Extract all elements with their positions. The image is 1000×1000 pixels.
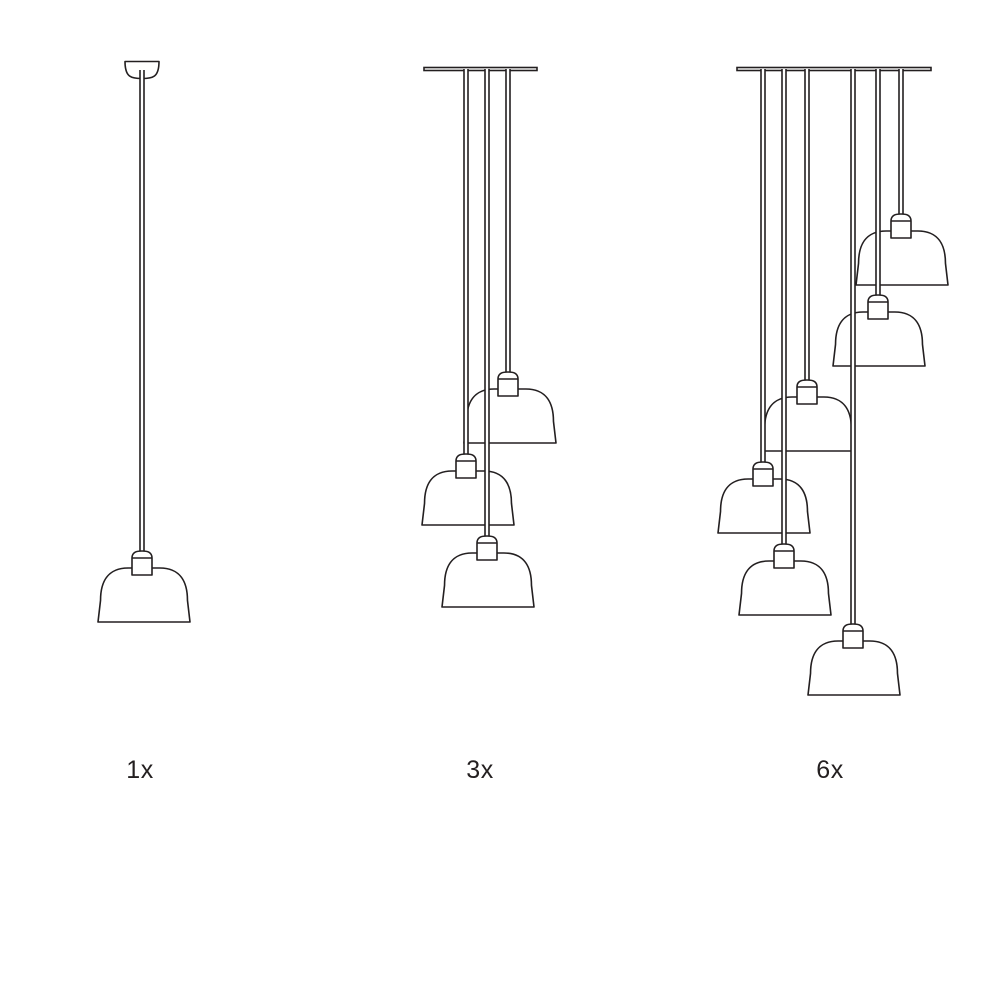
lamp-socket: [752, 461, 774, 487]
cable-core: [851, 69, 855, 628]
group-1x: [97, 60, 191, 623]
lamp-cable: [781, 69, 787, 548]
lamp-shade: [421, 470, 515, 526]
pendant-lamp: [421, 69, 515, 526]
ceiling-bar: [423, 66, 538, 72]
cable-core: [805, 69, 809, 384]
group-3x: [421, 66, 557, 608]
cable-core: [782, 69, 786, 548]
lamp-socket: [796, 379, 818, 405]
socket-body: [773, 543, 795, 569]
pendant-lamp: [717, 69, 811, 534]
socket-body: [890, 213, 912, 239]
lamp-cable: [875, 69, 881, 299]
cable-core: [485, 69, 489, 540]
lamp-shade: [761, 396, 855, 452]
lamp-socket: [842, 623, 864, 649]
group-label-1x: 1x: [126, 756, 154, 784]
group-6x: [717, 66, 949, 696]
cable-core: [506, 69, 510, 376]
lamp-shade: [463, 388, 557, 444]
lamp-cable: [850, 69, 856, 628]
socket-body: [842, 623, 864, 649]
socket-body: [867, 294, 889, 320]
lamp-shade: [832, 311, 926, 367]
socket-body: [455, 453, 477, 479]
lamp-cable: [463, 69, 469, 458]
lamp-socket: [131, 550, 153, 576]
ceiling-bar: [736, 66, 932, 72]
lamp-cable: [484, 69, 490, 540]
pendant-lamp: [855, 69, 949, 286]
lamp-socket: [455, 453, 477, 479]
ceiling-bar-body: [736, 66, 932, 72]
lamp-cable: [505, 69, 511, 376]
pendant-lamp: [441, 69, 535, 608]
pendant-lamp: [761, 69, 855, 452]
socket-body: [752, 461, 774, 487]
lamp-shade: [97, 567, 191, 623]
lamp-cable: [139, 70, 145, 555]
socket-body: [497, 371, 519, 397]
socket-body: [476, 535, 498, 561]
pendant-lamp: [738, 69, 832, 616]
lamp-shade: [441, 552, 535, 608]
cable-core: [899, 69, 903, 218]
lamp-cable: [804, 69, 810, 384]
group-label-6x: 6x: [816, 756, 844, 784]
lamp-shade: [807, 640, 901, 696]
lamp-socket: [890, 213, 912, 239]
pendant-lamp: [832, 69, 926, 367]
lamp-shade: [738, 560, 832, 616]
cable-core: [876, 69, 880, 299]
lamp-socket: [497, 371, 519, 397]
socket-body: [796, 379, 818, 405]
lamp-cable: [898, 69, 904, 218]
lamp-socket: [773, 543, 795, 569]
socket-body: [131, 550, 153, 576]
lamp-cable: [760, 69, 766, 466]
ceiling-bar-body: [423, 66, 538, 72]
pendant-lamp: [97, 70, 191, 623]
pendant-lamp: [463, 69, 557, 444]
cable-core: [464, 69, 468, 458]
lamp-shade: [717, 478, 811, 534]
pendant-lamp: [807, 69, 901, 696]
lamp-socket: [476, 535, 498, 561]
lamp-groups-layer: [97, 60, 949, 696]
cable-core: [140, 70, 144, 555]
lamp-shade: [855, 230, 949, 286]
lamp-socket: [867, 294, 889, 320]
group-label-3x: 3x: [466, 756, 494, 784]
cable-core: [761, 69, 765, 466]
